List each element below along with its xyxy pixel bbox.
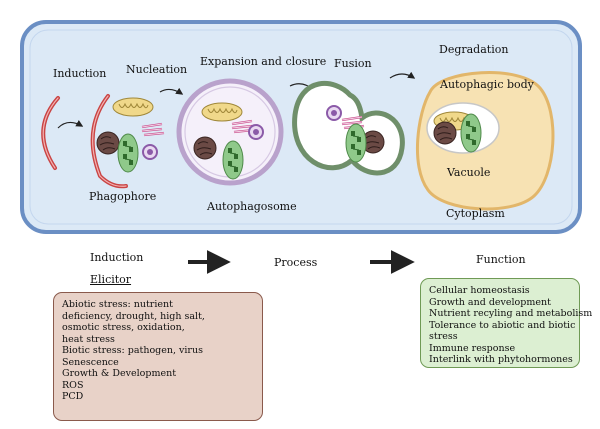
flow-function-label: Function (476, 253, 526, 266)
function-line: Immune response (429, 342, 516, 354)
elicitor-line: osmotic stress, oxidation, (62, 322, 185, 333)
function-line: Growth and development (429, 296, 551, 308)
elicitor-line: ROS (62, 379, 84, 391)
elicitor-line: Biotic stress: pathogen, virus (62, 345, 203, 356)
label-degradation: Degradation (439, 43, 509, 56)
label-induction-stage: Induction (53, 67, 107, 80)
elicitor-line: Abiotic stress: nutrient (62, 299, 173, 310)
label-vacuole: Vacuole (447, 166, 491, 179)
elicitor-title: Elicitor (90, 273, 132, 286)
elicitor-box: Abiotic stress: nutrient deficiency, dro… (53, 292, 263, 421)
elicitor-line: PCD (62, 391, 84, 402)
label-phagophore: Phagophore (89, 190, 157, 203)
elicitor-line: deficiency, drought, high salt, (62, 310, 205, 322)
flow-process-label: Process (274, 256, 318, 269)
label-fusion: Fusion (334, 57, 372, 70)
label-cytoplasm: Cytoplasm (446, 207, 505, 220)
flow-induction-label: Induction (90, 251, 144, 264)
function-box: Cellular homeostasis Growth and developm… (420, 278, 593, 368)
function-line: Interlink with phytohormones (429, 354, 573, 365)
function-line: Tolerance to abiotic and biotic (429, 319, 576, 331)
label-autophagosome: Autophagosome (207, 200, 297, 213)
function-line: Cellular homeostasis (429, 285, 530, 296)
elicitor-line: heat stress (62, 333, 115, 345)
label-autophagic-body: Autophagic body (440, 78, 534, 91)
elicitor-line: Growth & Development (62, 368, 177, 379)
elicitor-line: Senescence (62, 356, 119, 368)
function-line: stress (429, 331, 458, 342)
function-line: Nutrient recyling and metabolism (429, 308, 593, 319)
label-expansion: Expansion and closure (200, 55, 327, 68)
label-nucleation: Nucleation (126, 63, 188, 76)
